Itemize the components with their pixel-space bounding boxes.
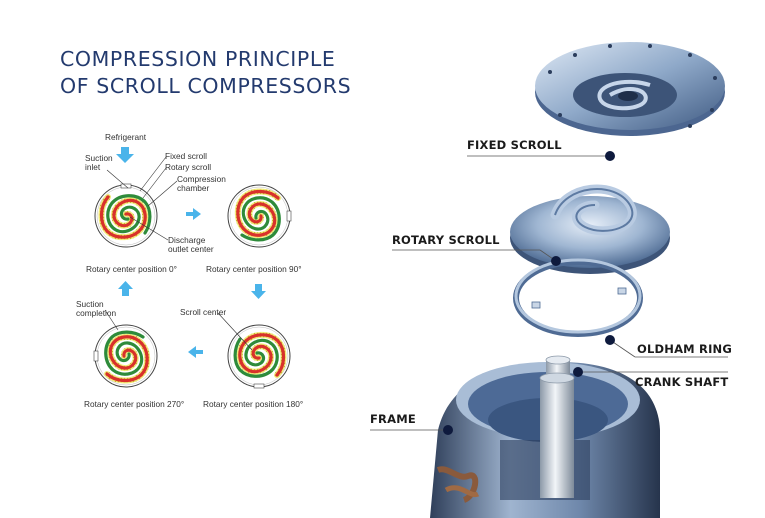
label-discharge-2: outlet center bbox=[168, 244, 214, 254]
scroll-disc-90 bbox=[228, 185, 291, 247]
rotary-scroll-part bbox=[510, 184, 670, 274]
page-title: COMPRESSION PRINCIPLE OF SCROLL COMPRESS… bbox=[60, 46, 351, 100]
marker-dots bbox=[443, 151, 615, 435]
arrow-left-icon bbox=[188, 346, 203, 358]
label-rotary-scroll: Rotary scroll bbox=[165, 162, 212, 172]
label-suction-inlet-2: inlet bbox=[85, 162, 101, 172]
arrow-up-icon bbox=[118, 281, 133, 296]
label-compression-2: chamber bbox=[177, 183, 210, 193]
oldham-ring-part bbox=[513, 258, 643, 337]
part-label-fixed-scroll: FIXED SCROLL bbox=[467, 138, 562, 152]
label-discharge-1: Discharge bbox=[168, 235, 206, 245]
label-refrigerant: Refrigerant bbox=[105, 132, 147, 142]
position-180-label: Rotary center position 180° bbox=[203, 399, 304, 409]
fixed-scroll-part bbox=[535, 42, 725, 136]
position-270-label: Rotary center position 270° bbox=[84, 399, 185, 409]
part-label-frame: FRAME bbox=[370, 412, 416, 426]
label-scroll-center: Scroll center bbox=[180, 307, 227, 317]
refrigerant-arrow-icon bbox=[116, 147, 134, 163]
part-label-oldham-ring: OLDHAM RING bbox=[637, 342, 733, 356]
scroll-disc-180 bbox=[228, 325, 290, 388]
position-90-label: Rotary center position 90° bbox=[206, 264, 302, 274]
arrow-right-icon bbox=[186, 208, 201, 220]
arrow-down-icon bbox=[251, 284, 266, 299]
label-suction-completion-1: Suction bbox=[76, 299, 104, 309]
title-line-1: COMPRESSION PRINCIPLE bbox=[60, 47, 336, 71]
part-label-rotary-scroll: ROTARY SCROLL bbox=[392, 233, 500, 247]
label-compression-1: Compression bbox=[177, 174, 226, 184]
label-fixed-scroll: Fixed scroll bbox=[165, 151, 207, 161]
position-0-label: Rotary center position 0° bbox=[86, 264, 177, 274]
scroll-disc-270 bbox=[94, 325, 157, 387]
label-suction-completion-2: completion bbox=[76, 308, 117, 318]
title-line-2: OF SCROLL COMPRESSORS bbox=[60, 74, 352, 98]
scroll-disc-0 bbox=[95, 184, 157, 247]
part-label-crank-shaft: CRANK SHAFT bbox=[635, 375, 729, 389]
crank-shaft-part bbox=[539, 355, 575, 498]
label-suction-inlet-1: Suction bbox=[85, 153, 113, 163]
